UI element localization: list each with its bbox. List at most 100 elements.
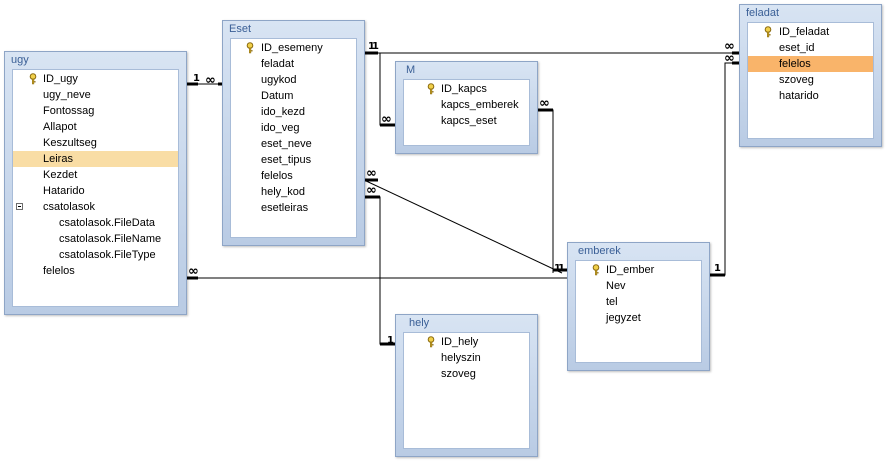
field-id-ugy[interactable]: ID_ugy [13,71,178,87]
field-label: ido_veg [261,122,300,134]
card-eset-felelos-many: ∞ [366,166,377,181]
table-ugy-fields[interactable]: ID_ugy ugy_neve Fontossag Allapot Keszul… [12,69,179,307]
field-id-hely[interactable]: ID_hely [404,334,529,350]
field-ugykod[interactable]: ugykod [231,72,356,88]
field-label: eset_neve [261,138,312,150]
primary-key-icon [764,26,772,38]
field-csatolasok-filetype[interactable]: csatolasok.FileType [13,247,178,263]
card-eset-m-one: 1 [372,41,379,52]
field-label: Kezdet [43,169,78,181]
card-ugy-felelos-many: ∞ [188,264,199,279]
field-id-feladat[interactable]: ID_feladat [748,24,873,40]
card-eset-hely-many: ∞ [366,183,377,198]
field-hatarido[interactable]: Hatarido [13,183,178,199]
field-felelos[interactable]: felelos [231,168,356,184]
field-csatolasok-filedata[interactable]: csatolasok.FileData [13,215,178,231]
field-id-kapcs[interactable]: ID_kapcs [404,81,529,97]
field-label: Fontossag [43,105,95,117]
card-feladat-many: ∞ [724,39,735,54]
field-fontossag[interactable]: Fontossag [13,103,178,119]
primary-key-icon [246,42,254,54]
field-label: helyszin [441,352,481,364]
field-label: szoveg [441,368,476,380]
field-label: kapcs_emberek [441,99,519,111]
field-label: csatolasok.FileName [59,233,162,245]
field-hatarido[interactable]: hatarido [748,88,873,104]
field-label: hely_kod [261,186,306,198]
field-allapot[interactable]: Allapot [13,119,178,135]
table-feladat[interactable]: feladat ID_feladat eset_id felelos szove… [739,4,882,147]
table-emberek-title[interactable]: emberek [578,245,621,257]
field-label: csatolasok.FileData [59,217,155,229]
field-label: ID_kapcs [441,83,487,95]
table-ugy-title[interactable]: ugy [11,54,29,66]
rel-eset-felelos-emberek [363,179,563,274]
field-ugy-neve[interactable]: ugy_neve [13,87,178,103]
collapse-toggle-icon[interactable] [16,203,23,210]
card-emberek-one-b: 1 [558,263,565,274]
table-emberek[interactable]: emberek ID_ember Nev tel jegyzet [567,242,710,371]
rel-m-emberek [537,109,554,273]
table-hely-title[interactable]: hely [409,317,430,329]
table-feladat-title[interactable]: feladat [746,7,780,19]
field-label: csatolasok [43,201,95,213]
field-jegyzet[interactable]: jegyzet [576,310,701,326]
card-feladat-felelos-many: ∞ [724,51,735,66]
field-label: eset_id [779,42,815,54]
field-szoveg[interactable]: szoveg [404,366,529,382]
field-id-ember[interactable]: ID_ember [576,262,701,278]
table-eset[interactable]: Eset ID_esemeny feladat ugykod Datum ido… [222,20,365,246]
field-label: felelos [261,170,293,182]
field-szoveg[interactable]: szoveg [748,72,873,88]
field-label: Keszultseg [43,137,97,149]
table-emberek-fields[interactable]: ID_ember Nev tel jegyzet [575,260,702,363]
field-eset-tipus[interactable]: eset_tipus [231,152,356,168]
field-csatolasok-filename[interactable]: csatolasok.FileName [13,231,178,247]
field-helyszin[interactable]: helyszin [404,350,529,366]
field-csatolasok[interactable]: csatolasok [13,199,178,215]
primary-key-icon [29,73,37,85]
field-datum[interactable]: Datum [231,88,356,104]
field-label: ugy_neve [43,89,91,101]
table-feladat-fields[interactable]: ID_feladat eset_id felelos szoveg hatari… [747,22,874,139]
field-hely-kod[interactable]: hely_kod [231,184,356,200]
field-ido-veg[interactable]: ido_veg [231,120,356,136]
field-felelos[interactable]: felelos [748,56,873,72]
field-label: hatarido [779,90,819,102]
table-eset-fields[interactable]: ID_esemeny feladat ugykod Datum ido_kezd… [230,38,357,238]
field-eset-id[interactable]: eset_id [748,40,873,56]
table-ugy[interactable]: ugy ID_ugy ugy_neve Fontossag Allapot Ke… [4,51,187,315]
card-hely-one: 1 [387,335,394,346]
field-keszultseg[interactable]: Keszultseg [13,135,178,151]
table-eset-title[interactable]: Eset [229,23,252,35]
card-eset-many: ∞ [205,73,216,88]
field-label: Allapot [43,121,77,133]
table-hely[interactable]: hely ID_hely helyszin szoveg [395,314,538,457]
field-kapcs-eset[interactable]: kapcs_eset [404,113,529,129]
field-feladat[interactable]: feladat [231,56,356,72]
table-m-title[interactable]: M [406,64,416,76]
card-emberek-feladat-one: 1 [714,263,721,274]
field-kapcs-emberek[interactable]: kapcs_emberek [404,97,529,113]
field-tel[interactable]: tel [576,294,701,310]
field-eset-neve[interactable]: eset_neve [231,136,356,152]
field-label: ID_ugy [43,73,78,85]
field-label: csatolasok.FileType [59,249,156,261]
field-label: Datum [261,90,294,102]
field-leiras[interactable]: Leiras [13,151,178,167]
field-felelos[interactable]: felelos [13,263,178,279]
field-ido-kezd[interactable]: ido_kezd [231,104,356,120]
card-emberek-one-a: 1 [554,263,561,274]
field-id-esemeny[interactable]: ID_esemeny [231,40,356,56]
primary-key-icon [427,336,435,348]
table-m[interactable]: M ID_kapcs kapcs_emberek kapcs_eset [395,61,538,154]
field-nev[interactable]: Nev [576,278,701,294]
field-kezdet[interactable]: Kezdet [13,167,178,183]
table-hely-fields[interactable]: ID_hely helyszin szoveg [403,332,530,449]
field-label: Nev [606,280,626,292]
field-label: ID_feladat [779,26,830,38]
field-label: ugykod [261,74,297,86]
field-esetleiras[interactable]: esetleiras [231,200,356,216]
table-m-fields[interactable]: ID_kapcs kapcs_emberek kapcs_eset [403,79,530,146]
